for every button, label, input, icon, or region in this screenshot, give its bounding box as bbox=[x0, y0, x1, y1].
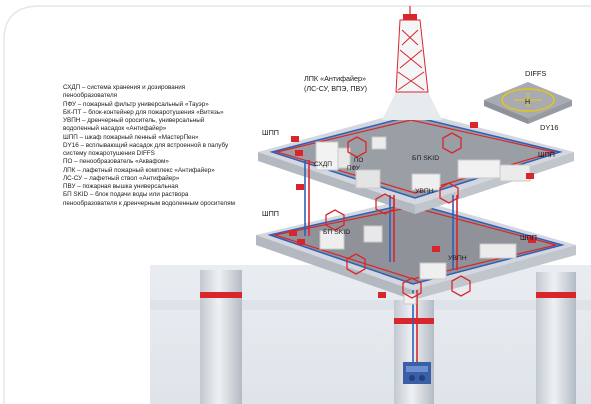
legend-line: ПО – пенообразователь «Аквафом» bbox=[63, 158, 169, 166]
abbreviation-legend: СХДП – система хранения и дозирования пе… bbox=[63, 84, 268, 208]
legend-line: ЛПК – лафетный пожарный комплекс «Антифа… bbox=[63, 166, 215, 174]
pfu-label: ПФУ bbox=[347, 165, 360, 172]
shpp-upper-right-label: ШПП bbox=[538, 150, 555, 159]
legend-line: водоленный насадок «Антифайер» bbox=[63, 125, 167, 133]
shpp-lower-left-label: ШПП bbox=[262, 209, 279, 218]
upper-deck-equipment bbox=[315, 136, 531, 191]
uvpn-upper-label: УВПН bbox=[415, 188, 434, 195]
shpp-upper-left-label: ШПП bbox=[262, 128, 279, 137]
risers bbox=[304, 160, 458, 380]
bp-skid-lower-label: БП SKID bbox=[323, 229, 350, 236]
bp-skid-upper-label: БП SKID bbox=[412, 155, 439, 162]
legend-line: ПФУ – пожарный фильтр универсальный «Тау… bbox=[63, 100, 209, 108]
platform-legs bbox=[200, 270, 576, 404]
legend-line: ПВУ – пожарная вышка универсальная bbox=[63, 183, 179, 190]
legend-line: ЛС-СУ – лафетный ствол «Антифайер» bbox=[63, 174, 180, 182]
lower-deck-equipment bbox=[319, 225, 517, 305]
legend-line: систему пожаротушения DIFFS bbox=[63, 150, 155, 157]
shdp-label: СХДП bbox=[314, 161, 332, 168]
legend-line: ШПП – шкаф пожарный пенный «МастерПен» bbox=[63, 133, 199, 141]
helipad-mark: H bbox=[525, 99, 530, 106]
fire-cabinet-markers bbox=[289, 122, 536, 298]
shpp-lower-right-label: ШПП bbox=[520, 233, 537, 242]
dy16-label: DY16 bbox=[540, 123, 559, 132]
legend-line: пенообразователя bbox=[63, 92, 118, 100]
helipad bbox=[484, 82, 572, 124]
legend-line: DY16 – всплывающий насадок для встроенно… bbox=[63, 141, 229, 149]
lpk-title: ЛПК «Антифайер» bbox=[304, 74, 366, 83]
po-label: ПО bbox=[354, 157, 363, 164]
sea-shadow bbox=[150, 300, 591, 310]
leg-left bbox=[200, 270, 242, 404]
legend-line: БК-ПТ – блок-контейнер для пожаротушения… bbox=[63, 108, 224, 116]
hex-markers bbox=[325, 132, 471, 299]
uvpn-lower-label: УВПН bbox=[448, 255, 467, 262]
lower-deck bbox=[256, 198, 576, 300]
diffs-label: DIFFS bbox=[525, 69, 546, 78]
pump-unit bbox=[403, 362, 431, 384]
legend-line: СХДП – система хранения и дозирования bbox=[63, 84, 186, 91]
legend-line: пенообразователя к дренчерным водоленным… bbox=[63, 199, 235, 207]
lpk-subtitle: (ЛС-СУ, ВПЭ, ПВУ) bbox=[304, 84, 367, 93]
derrick-tower bbox=[382, 6, 442, 120]
legend-line: БП SKID – блок подачи воды или раствора bbox=[63, 191, 189, 199]
leg-center bbox=[394, 300, 434, 404]
legend-line: УВПН – дренчерный ороситель, универсальн… bbox=[63, 117, 205, 124]
leg-right bbox=[536, 272, 576, 404]
